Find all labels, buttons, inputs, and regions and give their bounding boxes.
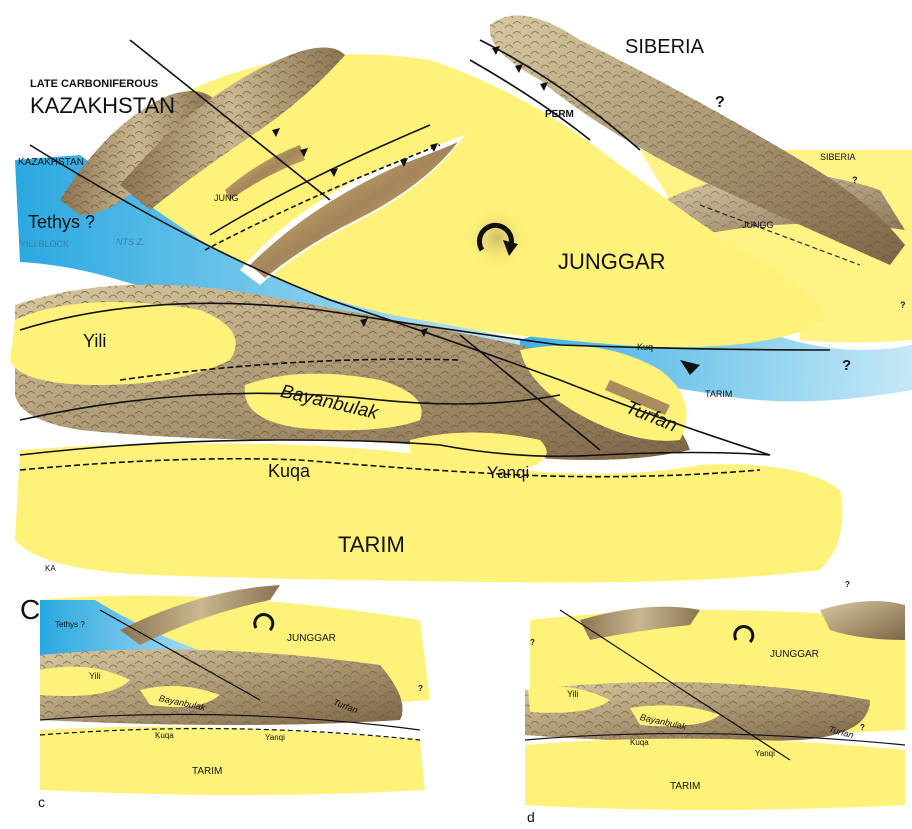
label-nts: NTS Z. — [116, 238, 145, 247]
ghost-question-2: ? — [900, 301, 906, 310]
label-yanqi: Yanqi — [487, 464, 529, 481]
ghost-ka: KA — [45, 565, 56, 573]
label-yili-block: YILI BLOCK — [20, 240, 69, 249]
ghost-question-1: ? — [852, 176, 858, 185]
panel-c-tethys: Tethys ? — [55, 621, 85, 629]
panel-d-yanqi: Yanqi — [755, 750, 775, 758]
ghost-junggar: JUNGG — [742, 221, 774, 230]
label-perm: PERM — [545, 110, 574, 120]
ghost-siberia: SIBERIA — [820, 153, 856, 162]
panel-c-letter: c — [38, 795, 45, 809]
panel-c-tarim: TARIM — [192, 767, 222, 777]
label-junggar: JUNGGAR — [558, 251, 666, 273]
ghost-kuq: Kuq — [637, 343, 653, 352]
label-kuqa: Kuqa — [268, 462, 310, 480]
panel-c — [40, 585, 430, 795]
tarim-basin — [15, 443, 843, 582]
ghost-question-3: ? — [842, 358, 851, 373]
label-kazakhstan: KAZAKHSTAN — [30, 95, 175, 117]
ghost-tarim: TARIM — [705, 390, 732, 399]
label-yili: Yili — [83, 332, 106, 350]
panel-d-question-3: ? — [860, 724, 865, 732]
corner-letter: C — [20, 596, 40, 624]
panel-c-yili: Yili — [89, 672, 101, 681]
panel-d-letter: d — [527, 810, 535, 824]
panel-c-kuqa: Kuqa — [155, 732, 174, 740]
label-siberia: SIBERIA — [625, 37, 704, 57]
label-tethys: Tethys ? — [28, 213, 95, 231]
label-question: ? — [715, 95, 725, 111]
panel-c-junggar: JUNGGAR — [287, 634, 336, 644]
ghost-jung: JUNG — [214, 194, 239, 203]
label-tarim: TARIM — [338, 534, 405, 556]
panel-c-yanqi: Yanqi — [265, 734, 285, 742]
panel-d-question-1: ? — [530, 639, 535, 647]
panel-d-kuqa: Kuqa — [630, 739, 649, 747]
title-late-carboniferous: LATE CARBONIFEROUS — [30, 79, 158, 90]
label-kazakhstan-small: KAZAKHSTAN — [18, 158, 84, 168]
panel-d — [525, 601, 905, 810]
panel-c-question: ? — [418, 685, 423, 693]
panel-d-tarim: TARIM — [670, 782, 700, 792]
panel-d-yili: Yili — [567, 690, 579, 699]
panel-d-question-2: ? — [845, 581, 850, 589]
rotation-arrow-icon — [463, 204, 531, 272]
panel-d-junggar: JUNGGAR — [770, 650, 819, 660]
